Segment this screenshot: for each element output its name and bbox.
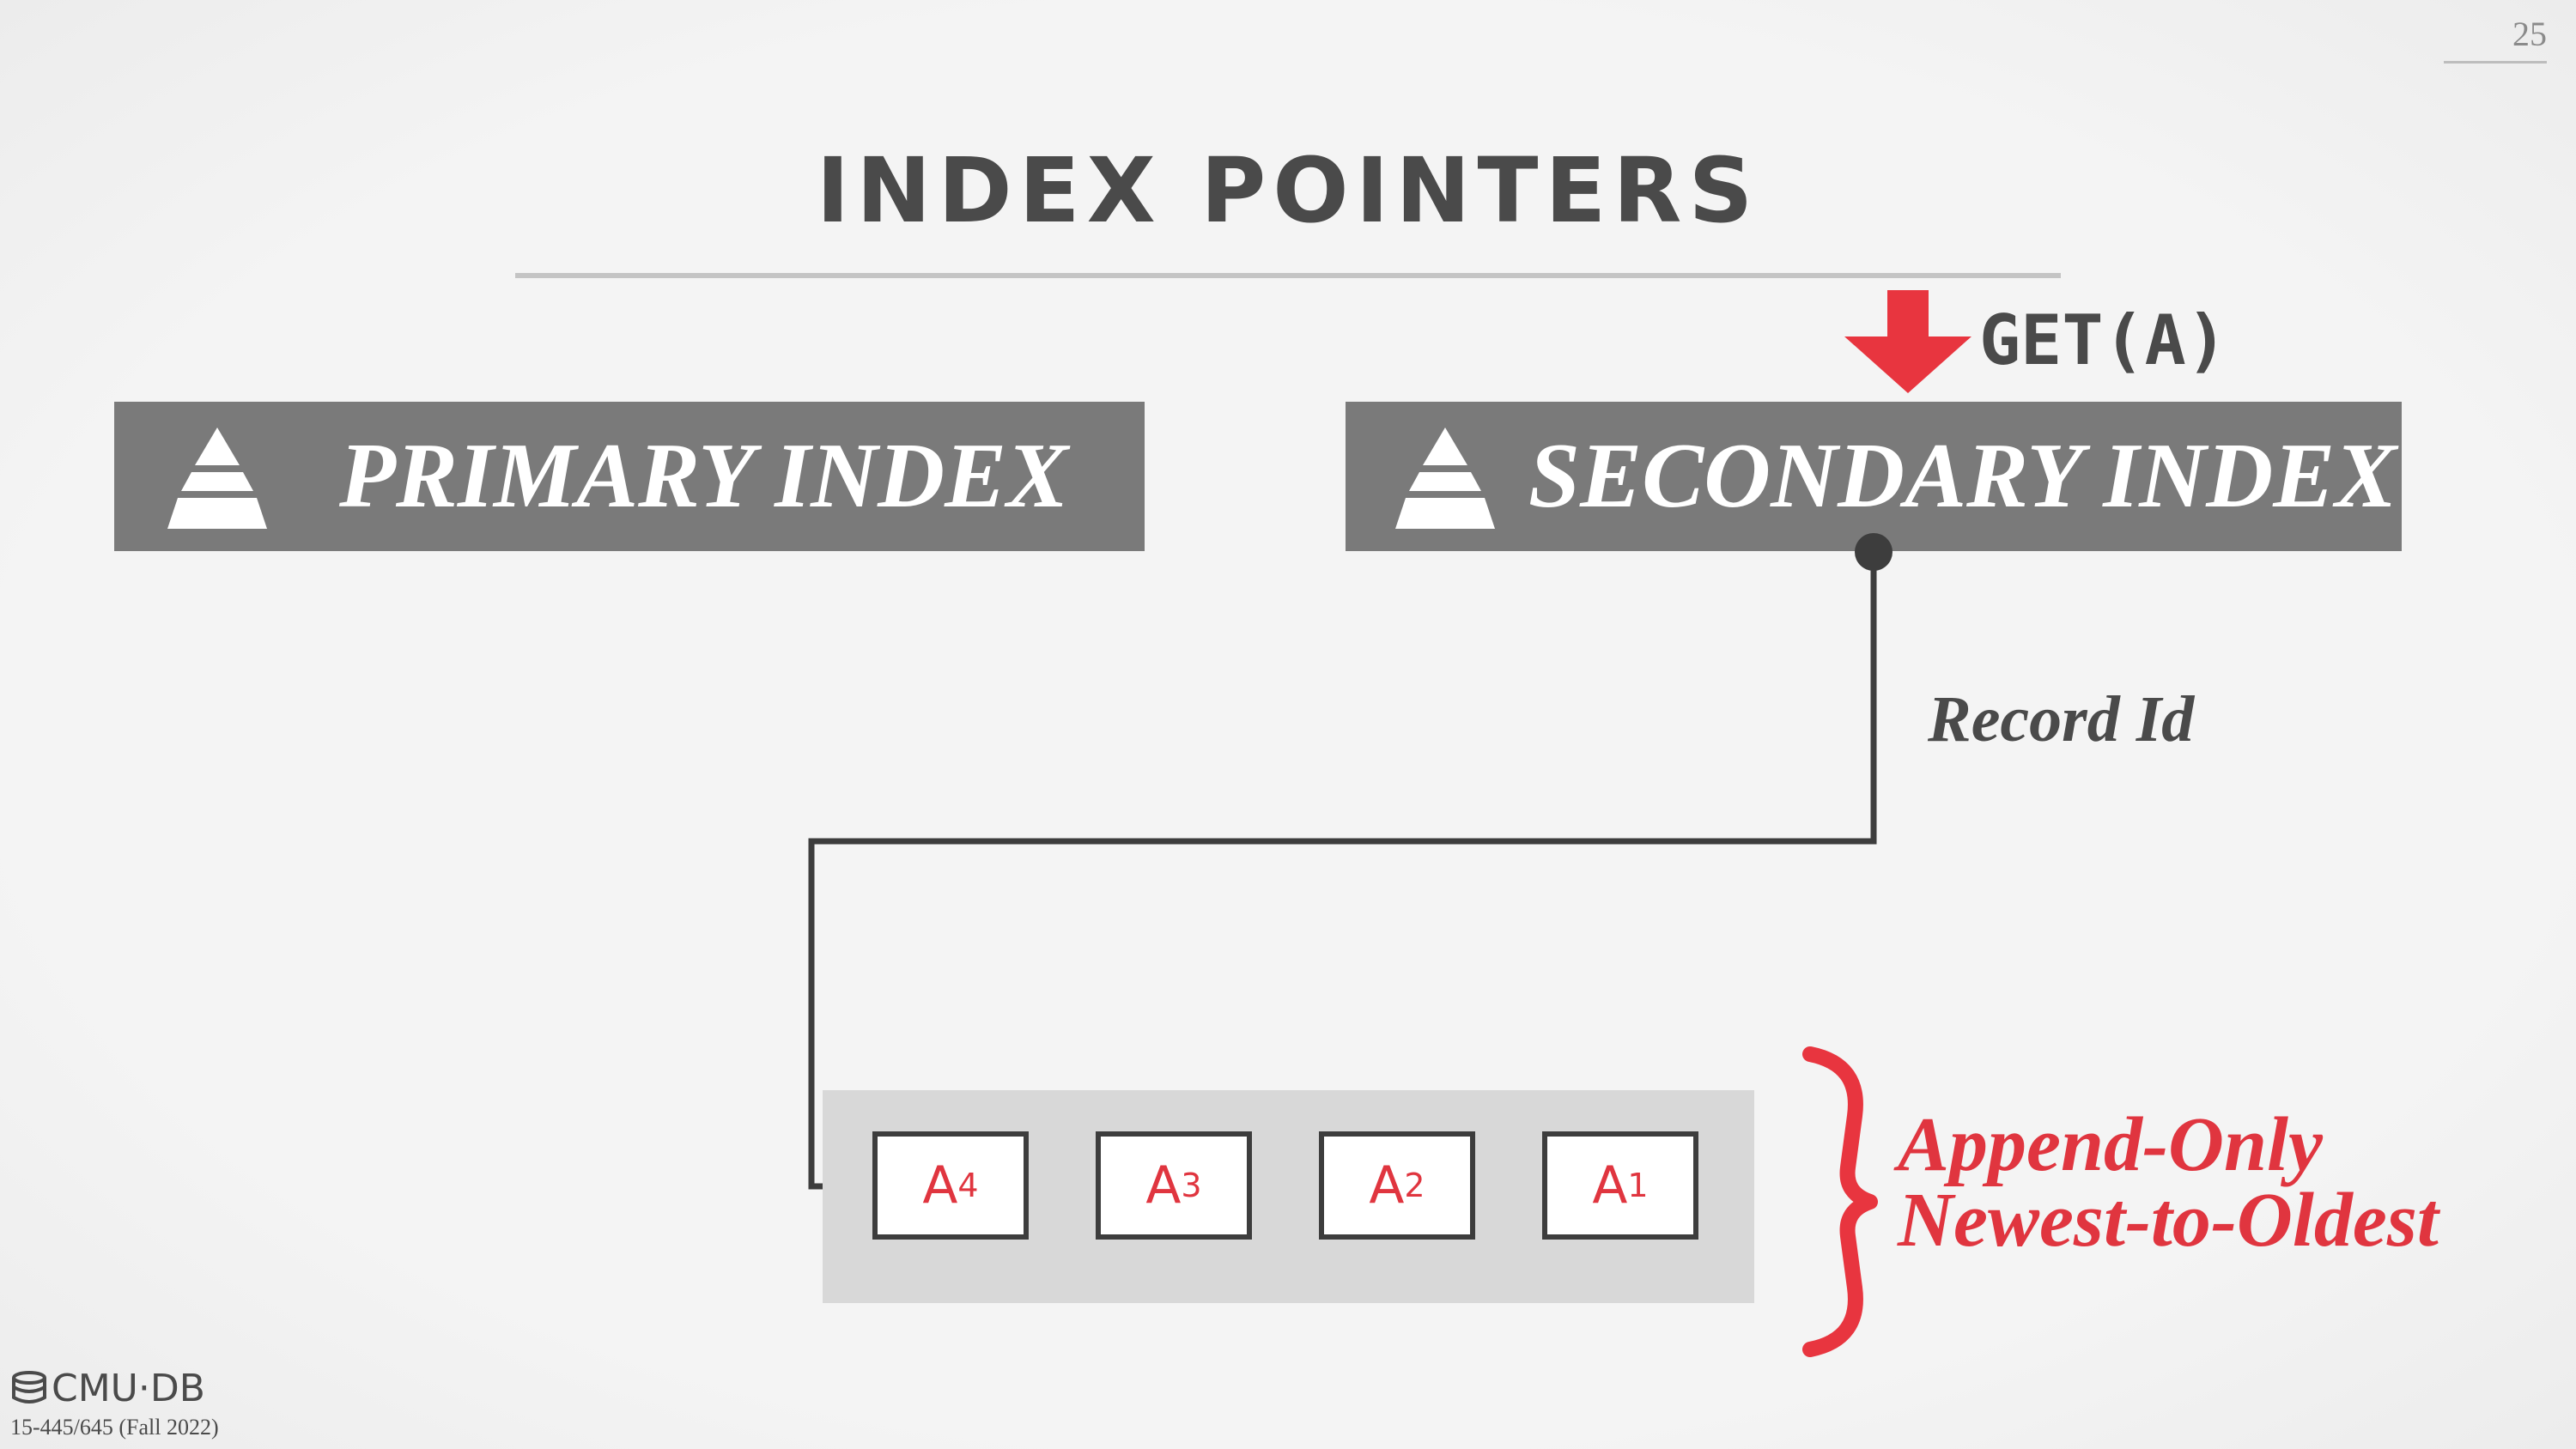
query-label: GET(A): [1979, 300, 2227, 380]
page-number: 25: [2444, 14, 2547, 64]
database-icon: [12, 1370, 46, 1404]
secondary-index-box: SECONDARY INDEX: [1346, 402, 2402, 551]
curly-brace: [1802, 1046, 1878, 1357]
footer-logo: CMU·DB: [10, 1367, 205, 1410]
secondary-index-label: SECONDARY INDEX: [1528, 425, 2397, 527]
version-name: A: [1592, 1155, 1628, 1216]
logo-text: CMU·DB: [52, 1367, 205, 1410]
version-name: A: [922, 1155, 958, 1216]
version-subscript: 4: [957, 1167, 979, 1204]
annotation-line-2: Newest-to-Oldest: [1898, 1178, 2439, 1263]
primary-index-box: PRIMARY INDEX: [114, 402, 1145, 551]
version-name: A: [1369, 1155, 1405, 1216]
chain-annotation: Append-Only Newest-to-Oldest: [1898, 1102, 2439, 1263]
version-subscript: 2: [1404, 1167, 1425, 1204]
down-arrow-icon: [1844, 290, 1971, 393]
primary-index-label: PRIMARY INDEX: [339, 425, 1069, 527]
version-subscript: 1: [1627, 1167, 1649, 1204]
record-id-label: Record Id: [1928, 683, 2195, 755]
tree-icon: [1395, 427, 1495, 529]
annotation-line-1: Append-Only: [1898, 1102, 2323, 1187]
title-divider: [515, 273, 2061, 278]
version-name: A: [1145, 1155, 1182, 1216]
version-subscript: 3: [1181, 1167, 1202, 1204]
slide-title: INDEX POINTERS: [816, 138, 1760, 243]
course-label: 15-445/645 (Fall 2022): [10, 1415, 219, 1440]
tree-icon: [167, 427, 267, 529]
